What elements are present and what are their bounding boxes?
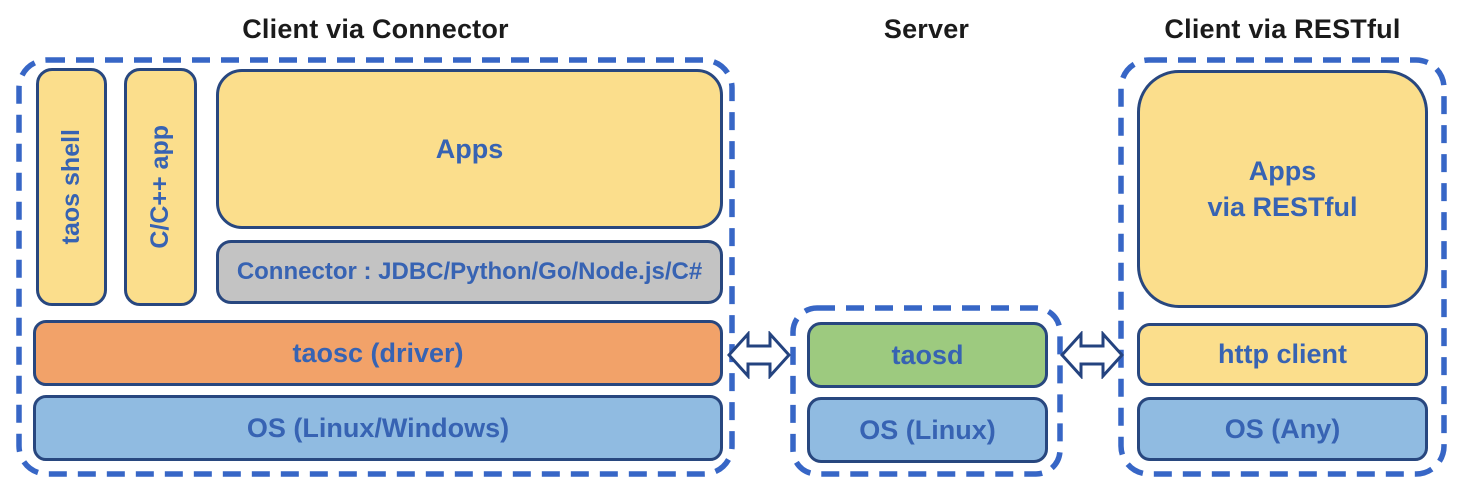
title-server: Server xyxy=(883,14,970,44)
taos-shell-box: taos shell xyxy=(36,68,107,306)
apps-via-restful-label: Apps via RESTful xyxy=(1207,153,1357,226)
left-right-arrow-icon xyxy=(727,331,791,379)
taos-shell-label: taos shell xyxy=(57,129,85,245)
taosc-driver-box: taosc (driver) xyxy=(33,320,723,386)
http-client-box: http client xyxy=(1137,323,1428,386)
os-linux-windows-label: OS (Linux/Windows) xyxy=(246,412,510,443)
taosd-box: taosd xyxy=(807,322,1048,388)
taosd-label: taosd xyxy=(891,339,964,370)
client-connector-outline xyxy=(16,57,735,477)
apps-box: Apps xyxy=(216,69,723,229)
connector-box: Connector : JDBC/Python/Go/Node.js/C# xyxy=(216,240,723,304)
os-linux-label: OS (Linux) xyxy=(859,414,996,445)
connector-label: Connector : JDBC/Python/Go/Node.js/C# xyxy=(236,258,703,285)
title-client-via-restful: Client via RESTful xyxy=(1164,14,1401,44)
cpp-app-label: C/C++ app xyxy=(146,125,174,249)
cpp-app-box: C/C++ app xyxy=(124,68,197,306)
apps-via-restful-line2: via RESTful xyxy=(1207,192,1358,222)
apps-via-restful-line1: Apps xyxy=(1248,155,1317,186)
os-any-box: OS (Any) xyxy=(1137,397,1428,461)
client-restful-outline xyxy=(1118,57,1447,477)
title-client-via-connector: Client via Connector xyxy=(242,14,509,44)
apps-via-restful-box: Apps via RESTful xyxy=(1137,70,1428,308)
left-right-arrow-icon xyxy=(1060,331,1124,379)
taosc-driver-label: taosc (driver) xyxy=(292,337,464,368)
apps-label: Apps xyxy=(435,133,504,164)
http-client-label: http client xyxy=(1218,339,1347,369)
os-linux-windows-box: OS (Linux/Windows) xyxy=(33,395,723,461)
os-linux-box: OS (Linux) xyxy=(807,397,1048,463)
server-outline xyxy=(790,305,1063,477)
os-any-label: OS (Any) xyxy=(1224,413,1341,444)
